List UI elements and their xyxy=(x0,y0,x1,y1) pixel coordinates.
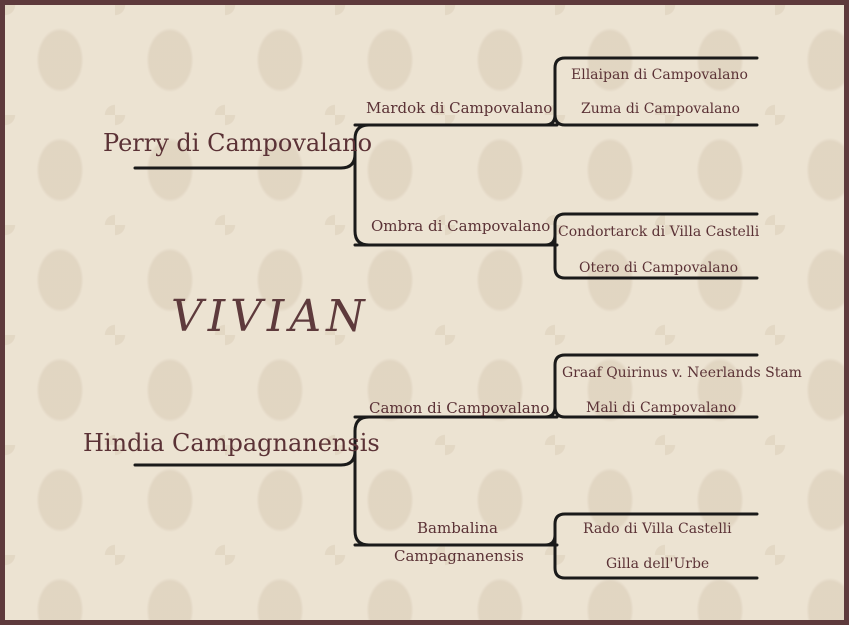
dog-name-title: VIVIAN xyxy=(171,291,370,342)
paternal-grandsire-name: Mardok di Campovalano xyxy=(366,99,553,117)
ancestor-condortarck: Condortarck di Villa Castelli xyxy=(558,224,760,240)
dam-name: Hindia Campagnanensis xyxy=(83,429,380,457)
ancestor-gilla: Gilla dell'Urbe xyxy=(606,556,710,572)
maternal-granddam-name-line2: Campagnanensis xyxy=(394,547,524,565)
bracket-paternal-grandsire xyxy=(353,56,759,127)
ancestor-otero: Otero di Campovalano xyxy=(579,260,739,276)
bracket-maternal-grandsire xyxy=(353,353,759,419)
pedigree-tree-lines xyxy=(133,56,759,580)
sire-name: Perry di Campovalano xyxy=(103,129,373,157)
ancestor-zuma: Zuma di Campovalano xyxy=(581,101,740,117)
maternal-grandsire-name: Camon di Campovalano xyxy=(369,399,550,417)
bracket-paternal-granddam xyxy=(353,212,759,280)
ancestor-ellaipan: Ellaipan di Campovalano xyxy=(571,67,748,83)
ancestor-graaf-quirinus: Graaf Quirinus v. Neerlands Stam xyxy=(562,365,802,381)
ancestor-mali: Mali di Campovalano xyxy=(586,400,737,416)
ancestor-rado: Rado di Villa Castelli xyxy=(583,521,732,537)
bracket-maternal-granddam xyxy=(353,512,759,580)
paternal-granddam-name: Ombra di Campovalano xyxy=(371,217,551,235)
maternal-granddam-name-line1: Bambalina xyxy=(417,519,498,537)
